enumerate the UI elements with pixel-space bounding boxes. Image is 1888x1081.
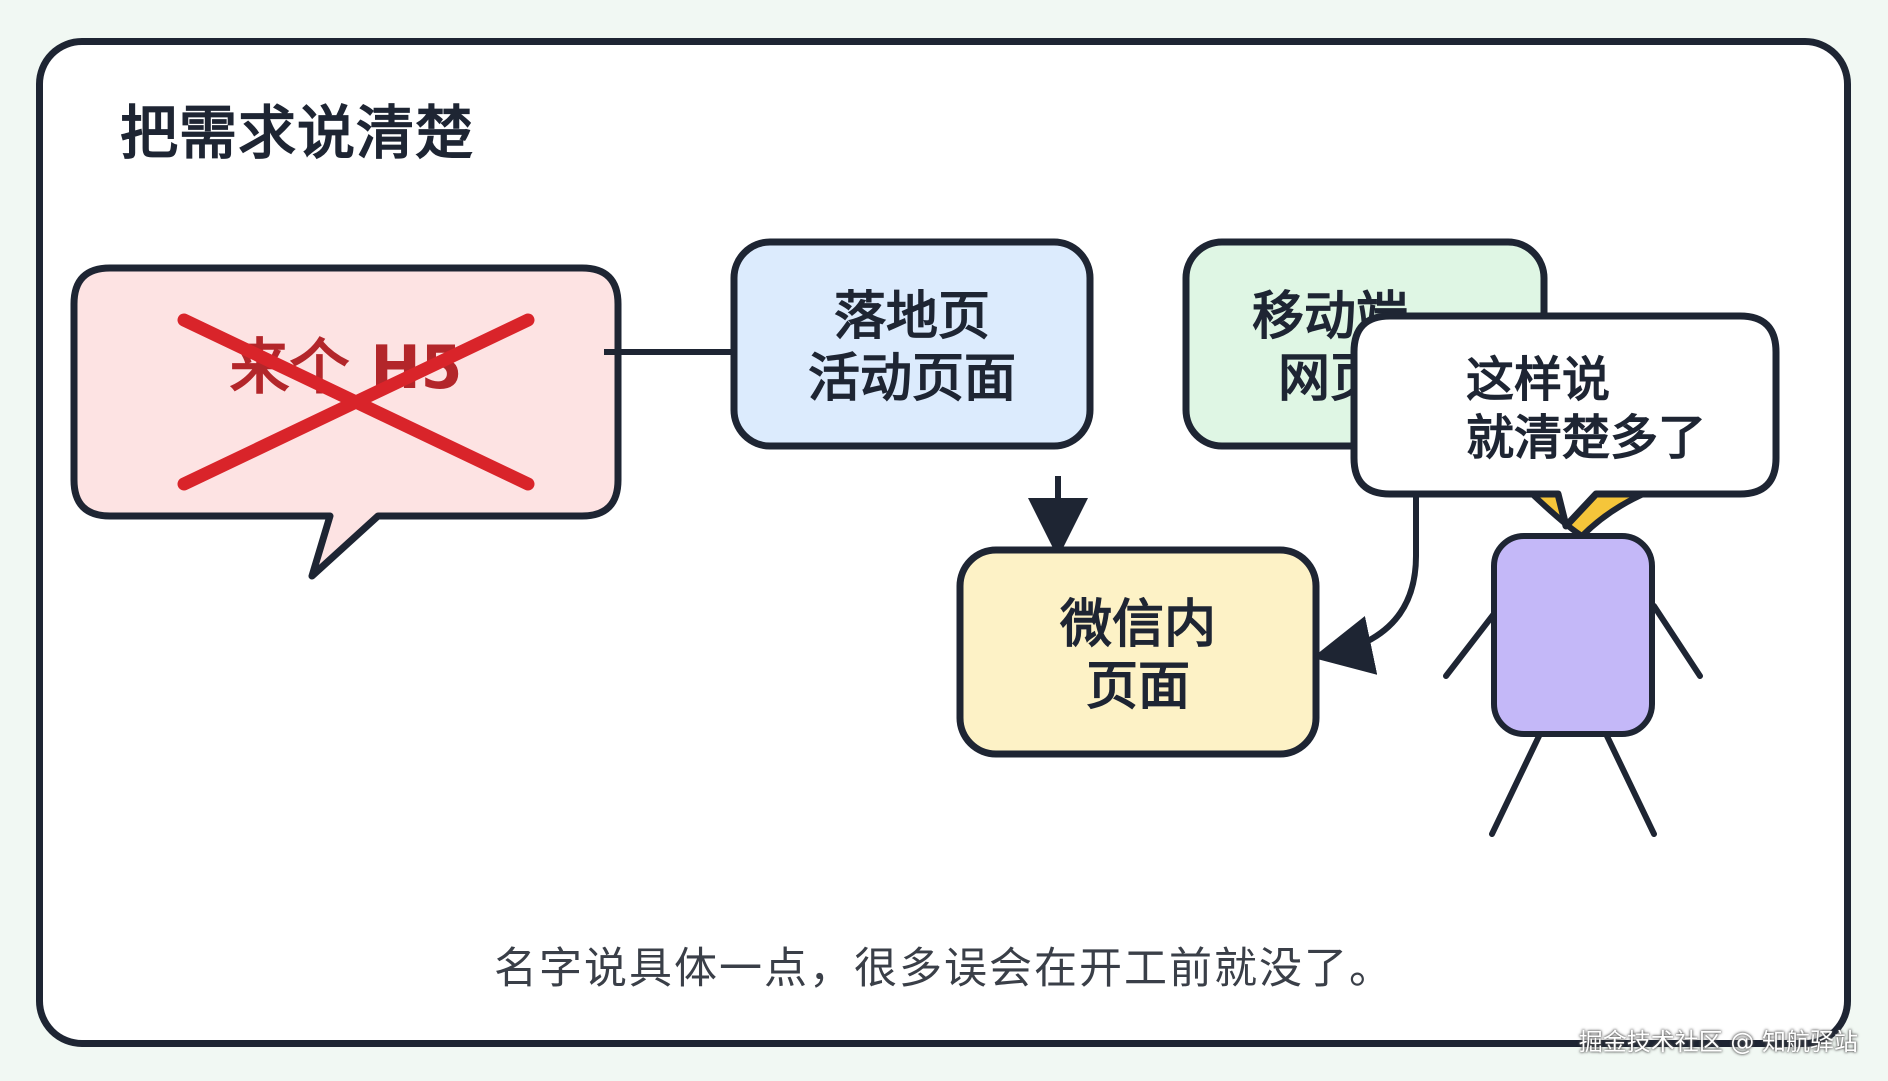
speech-bubble-shape (1350, 312, 1780, 530)
character-right-arm (1651, 603, 1703, 679)
watermark-text: 掘金技术社区 @ 知航驿站 (1578, 1028, 1858, 1056)
speech-bubble-line2: 就清楚多了 (1466, 410, 1706, 466)
character-body (1491, 533, 1655, 737)
vague-request-bubble: 来个 H5 (70, 264, 622, 580)
speech-bubble: 这样说 就清楚多了 (1350, 312, 1780, 530)
character-left-leg (1489, 731, 1543, 837)
wechat-page-line1: 微信内 (1059, 595, 1216, 655)
landing-page-node: 落地页 活动页面 (730, 238, 1094, 450)
landing-page-box (730, 238, 1094, 450)
page-title: 把需求说清楚 (120, 99, 475, 167)
caption-text: 名字说具体一点，很多误会在开工前就没了。 (494, 944, 1394, 994)
landing-page-line1: 落地页 (834, 287, 990, 347)
cross-out-line-2 (177, 313, 535, 491)
character-right-leg (1603, 731, 1657, 837)
landing-page-line2: 活动页面 (808, 349, 1016, 409)
wechat-page-node: 微信内 页面 (956, 546, 1320, 758)
curved-arrow-to-wechat (1312, 496, 1419, 675)
speech-bubble-line1: 这样说 (1466, 352, 1610, 408)
wechat-page-line2: 页面 (1086, 657, 1190, 717)
vague-request-bubble-shape (70, 264, 622, 580)
character-figure (1443, 489, 1703, 837)
